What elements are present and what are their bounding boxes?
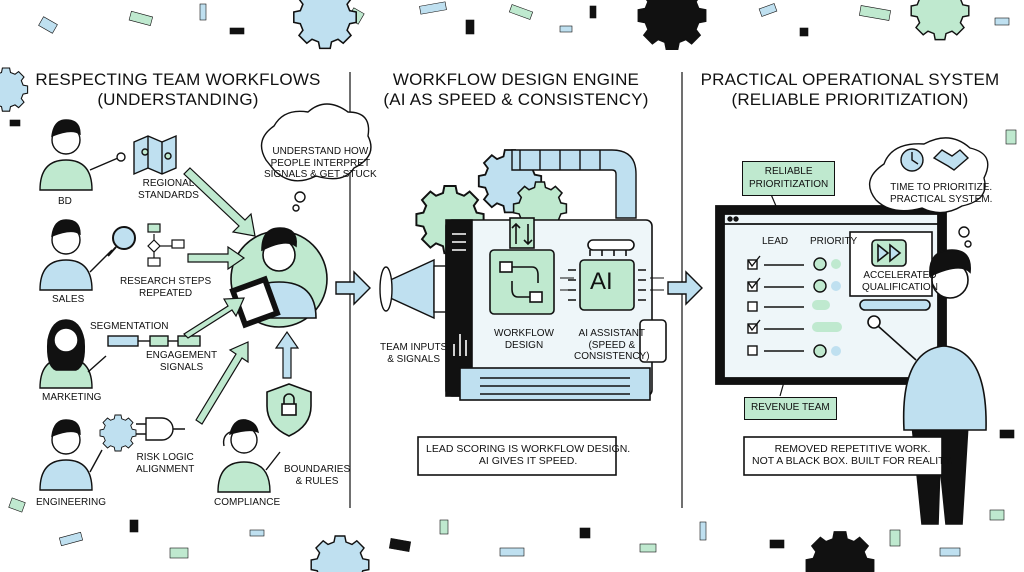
person-engineering — [39, 419, 103, 491]
ai-assistant-label: AI ASSISTANT (SPEED & CONSISTENCY) — [574, 328, 650, 363]
section-title-engine: WORKFLOW DESIGN ENGINE (AI AS SPEED & CO… — [383, 70, 648, 109]
note-line: RISK LOGIC — [136, 452, 194, 463]
caption-line: LEAD SCORING IS WORKFLOW DESIGN. — [426, 443, 631, 455]
tag-line: PRIORITIZATION — [749, 178, 829, 190]
flow-arrows — [183, 167, 300, 425]
magnifier-icon — [107, 226, 136, 257]
pipe — [511, 149, 637, 219]
person-bd — [39, 119, 126, 191]
section-title-understanding: RESPECTING TEAM WORKFLOWS (UNDERSTANDING… — [35, 70, 320, 109]
note-boundaries: BOUNDARIES & RULES — [284, 464, 350, 487]
person-compliance — [217, 419, 281, 493]
label-line: (SPEED & — [588, 339, 636, 351]
lead-rows — [747, 255, 842, 358]
ai-chip-label: AI — [590, 268, 613, 295]
label-line: CONSISTENCY) — [574, 351, 650, 362]
label-line: DESIGN — [504, 339, 544, 351]
chip-icon — [560, 239, 664, 311]
section-title-system: PRACTICAL OPERATIONAL SYSTEM (RELIABLE P… — [701, 70, 1000, 109]
confetti — [8, 1, 1017, 559]
logic-gate-icon — [136, 417, 185, 441]
title-line: (RELIABLE PRIORITIZATION) — [731, 89, 969, 109]
title-line: RESPECTING TEAM WORKFLOWS — [35, 70, 321, 89]
thought-line: SIGNALS & GET STUCK — [264, 169, 377, 180]
thought-line: PRACTICAL SYSTEM. — [890, 193, 993, 205]
caption-line: AI GIVES IT SPEED. — [478, 455, 578, 468]
clipboard-icon — [229, 275, 281, 329]
label-line: TEAM INPUTS — [380, 342, 448, 353]
inputs-label: TEAM INPUTS & SIGNALS — [380, 342, 447, 365]
note-line: ENGAGEMENT — [146, 350, 218, 361]
note-research: RESEARCH STEPS REPEATED — [120, 276, 211, 299]
tag-reliable-prioritization: RELIABLE PRIORITIZATION — [742, 161, 836, 196]
clock-icon — [900, 148, 924, 172]
thought-line: PEOPLE INTERPRET — [270, 157, 371, 169]
caption-line: REMOVED REPETITIVE WORK. — [774, 443, 931, 455]
title-line: PRACTICAL OPERATIONAL SYSTEM — [700, 70, 1000, 89]
title-line: WORKFLOW DESIGN ENGINE — [392, 70, 640, 89]
person-revenue — [867, 249, 987, 525]
caption-line: NOT A BLACK BOX. BUILT FOR REALITY. — [752, 455, 954, 468]
workflow-design-panel — [489, 217, 555, 315]
note-line: SIGNALS — [159, 361, 204, 373]
note-segmentation: SEGMENTATION — [90, 321, 169, 332]
caption-box — [743, 436, 943, 476]
team-label-engineering: ENGINEERING — [36, 497, 107, 508]
title-line: (UNDERSTANDING) — [97, 89, 259, 109]
label-line: WORKFLOW — [494, 328, 554, 339]
caption-box — [417, 436, 617, 476]
flowchart-icon — [147, 223, 185, 267]
note-line: & RULES — [295, 475, 339, 487]
fast-forward-panel — [849, 231, 933, 311]
team-label-marketing: MARKETING — [42, 392, 102, 403]
column-header-priority: PRIORITY — [810, 236, 858, 247]
system-caption: REMOVED REPETITIVE WORK. NOT A BLACK BOX… — [752, 443, 953, 467]
thought-bubble — [260, 103, 372, 212]
note-line: REGIONAL — [142, 178, 195, 189]
column-header-lead: LEAD — [762, 236, 789, 247]
map-icon — [133, 134, 177, 176]
tag-line: RELIABLE — [764, 166, 813, 177]
team-label-compliance: COMPLIANCE — [214, 497, 281, 508]
thought-text: TIME TO PRIORITIZE. PRACTICAL SYSTEM. — [890, 182, 992, 205]
accelerated-label: ACCELERATED QUALIFICATION — [862, 270, 938, 293]
segmentation-bar — [107, 335, 201, 347]
note-line: RESEARCH STEPS — [120, 276, 212, 287]
title-line: (AI AS SPEED & CONSISTENCY) — [383, 89, 649, 109]
note-line: REPEATED — [138, 287, 193, 299]
note-line: ALIGNMENT — [136, 463, 195, 475]
note-engagement: ENGAGEMENT SIGNALS — [146, 350, 217, 373]
note-regional: REGIONAL STANDARDS — [138, 178, 199, 201]
thought-line: UNDERSTAND HOW — [272, 146, 369, 157]
engine-caption: LEAD SCORING IS WORKFLOW DESIGN. AI GIVE… — [426, 443, 630, 467]
label-line: AI ASSISTANT — [578, 328, 646, 339]
shield-lock-icon — [266, 383, 312, 437]
thought-line: TIME TO PRIORITIZE. — [890, 182, 993, 193]
person-sales — [39, 219, 113, 291]
label-line: & SIGNALS — [387, 353, 441, 365]
workflow-design-label: WORKFLOW DESIGN — [494, 328, 554, 351]
section-arrow — [335, 270, 703, 306]
label-line: QUALIFICATION — [862, 281, 938, 293]
team-label-sales: SALES — [52, 294, 85, 305]
note-line: STANDARDS — [138, 189, 199, 201]
handshake-icon — [932, 149, 970, 171]
callout-line — [779, 381, 785, 397]
thought-text: UNDERSTAND HOW PEOPLE INTERPRET SIGNALS … — [264, 146, 377, 181]
note-risk: RISK LOGIC ALIGNMENT — [136, 452, 194, 475]
person-marketing — [39, 319, 107, 389]
label-line: ACCELERATED — [863, 270, 937, 281]
tag-revenue-team: REVENUE TEAM — [744, 397, 837, 420]
team-label-bd: BD — [58, 196, 72, 207]
gear-icon — [99, 414, 137, 452]
note-line: BOUNDARIES — [284, 464, 351, 475]
